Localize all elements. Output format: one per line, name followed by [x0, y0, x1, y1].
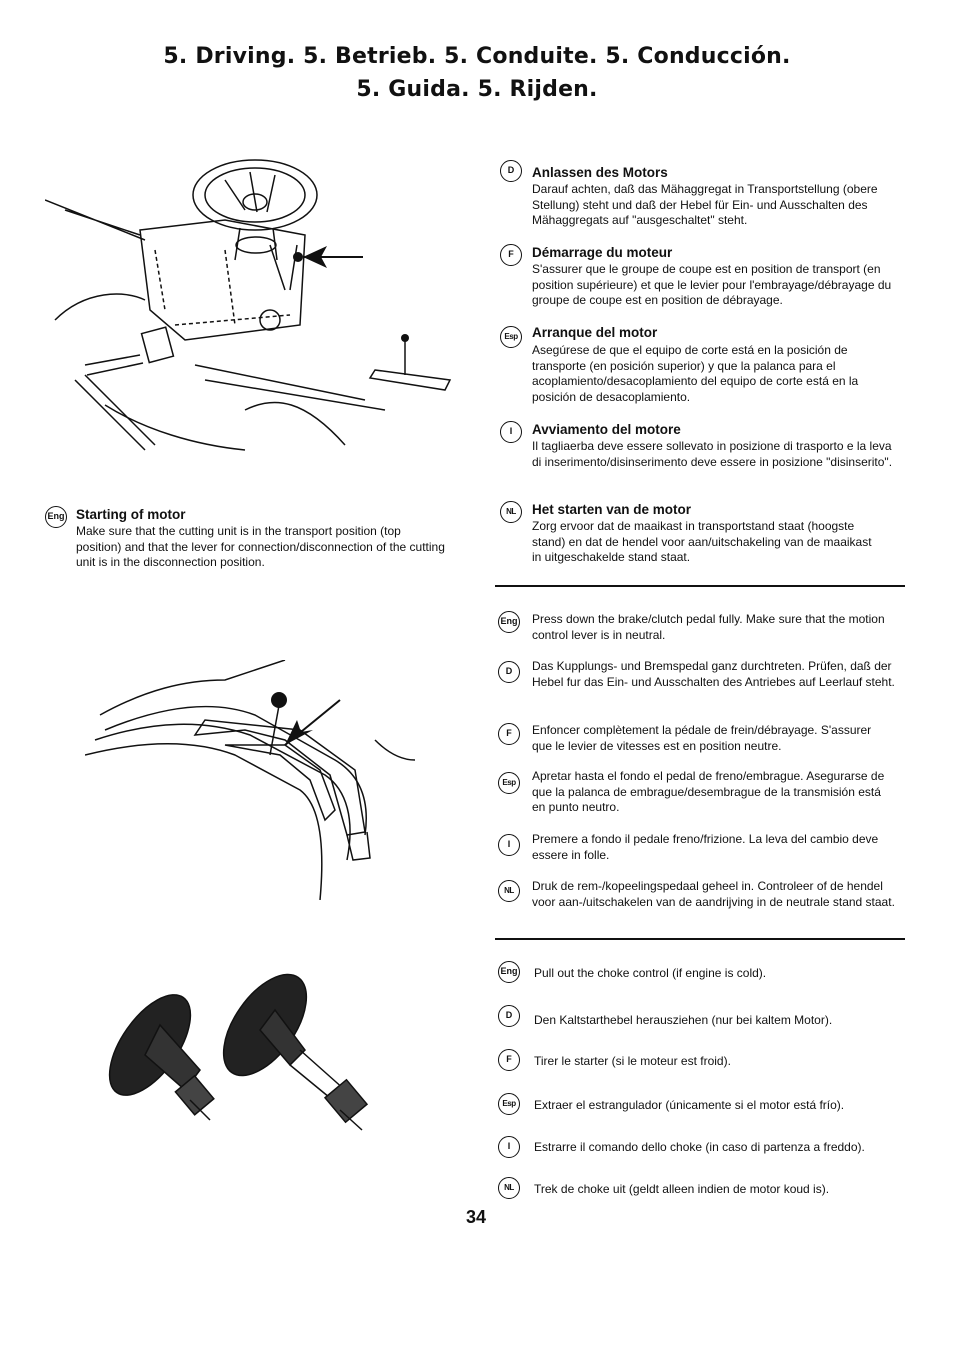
text-i: Il tagliaerba deve essere sollevato in p…	[532, 439, 893, 469]
text-nl-3: Trek de choke uit (geldt alleen indien d…	[534, 1182, 830, 1196]
text-eng-2: Press down the brake/clutch pedal fully.…	[532, 612, 885, 642]
text-f: S'assurer que le groupe de coupe est en …	[532, 262, 892, 307]
text-esp-3: Extraer el estrangulador (únicamente si …	[534, 1098, 845, 1112]
text-eng: Make sure that the cutting unit is in th…	[76, 524, 445, 569]
page-number: 34	[466, 1207, 487, 1227]
page-title-line-1: 5. Driving. 5. Betrieb. 5. Conduite. 5. …	[163, 44, 791, 69]
page-title-line-2: 5. Guida. 5. Rijden.	[356, 77, 598, 102]
heading-esp: Arranque del motor	[532, 325, 658, 340]
badge-esp-2: Esp	[498, 772, 520, 794]
text-f-2: Enfoncer complètement la pédale de frein…	[532, 723, 872, 753]
badge-nl: NL	[500, 501, 522, 523]
text-esp-2: Apretar hasta el fondo el pedal de freno…	[532, 769, 885, 814]
badge-nl-3: NL	[498, 1177, 520, 1199]
badge-i: I	[500, 421, 522, 443]
badge-nl-2: NL	[498, 880, 520, 902]
heading-nl: Het starten van de motor	[532, 502, 692, 517]
dashboard-illustration	[45, 159, 452, 451]
text-f-3: Tirer le starter (si le moteur est froid…	[534, 1054, 731, 1068]
text-esp: Asegúrese de que el equipo de corte está…	[532, 343, 859, 404]
text-d-2: Das Kupplungs- und Bremspedal ganz durch…	[532, 659, 895, 689]
badge-d-3: D	[498, 1005, 520, 1027]
choke-illustration	[108, 973, 369, 1131]
text-d-3: Den Kaltstarthebel herausziehen (nur bei…	[534, 1013, 833, 1027]
badge-f-2: F	[498, 723, 520, 745]
text-eng-3: Pull out the choke control (if engine is…	[534, 966, 767, 980]
badge-eng: Eng	[45, 506, 67, 528]
badge-esp: Esp	[500, 326, 522, 348]
text-nl-2: Druk de rem-/kopeelingspedaal geheel in.…	[532, 879, 895, 909]
badge-eng-3: Eng	[498, 961, 520, 983]
badge-f-3: F	[498, 1049, 520, 1071]
text-d: Darauf achten, daß das Mähaggregat in Tr…	[532, 182, 878, 227]
section-divider-2	[495, 938, 905, 940]
text-i-3: Estrarre il comando dello choke (in caso…	[534, 1140, 865, 1154]
badge-i-2: I	[498, 834, 520, 856]
badge-d: D	[500, 160, 522, 182]
text-i-2: Premere a fondo il pedale freno/frizione…	[532, 832, 879, 862]
heading-f: Démarrage du moteur	[532, 245, 673, 260]
heading-d: Anlassen des Motors	[532, 165, 668, 180]
text-nl: Zorg ervoor dat de maaikast in transport…	[532, 519, 872, 564]
heading-eng: Starting of motor	[76, 507, 186, 522]
badge-f: F	[500, 244, 522, 266]
badge-d-2: D	[498, 661, 520, 683]
lever-illustration	[85, 660, 416, 900]
badge-eng-2: Eng	[498, 611, 520, 633]
badge-esp-3: Esp	[498, 1093, 520, 1115]
section-divider-1	[495, 585, 905, 587]
badge-i-3: I	[498, 1136, 520, 1158]
heading-i: Avviamento del motore	[532, 422, 681, 437]
